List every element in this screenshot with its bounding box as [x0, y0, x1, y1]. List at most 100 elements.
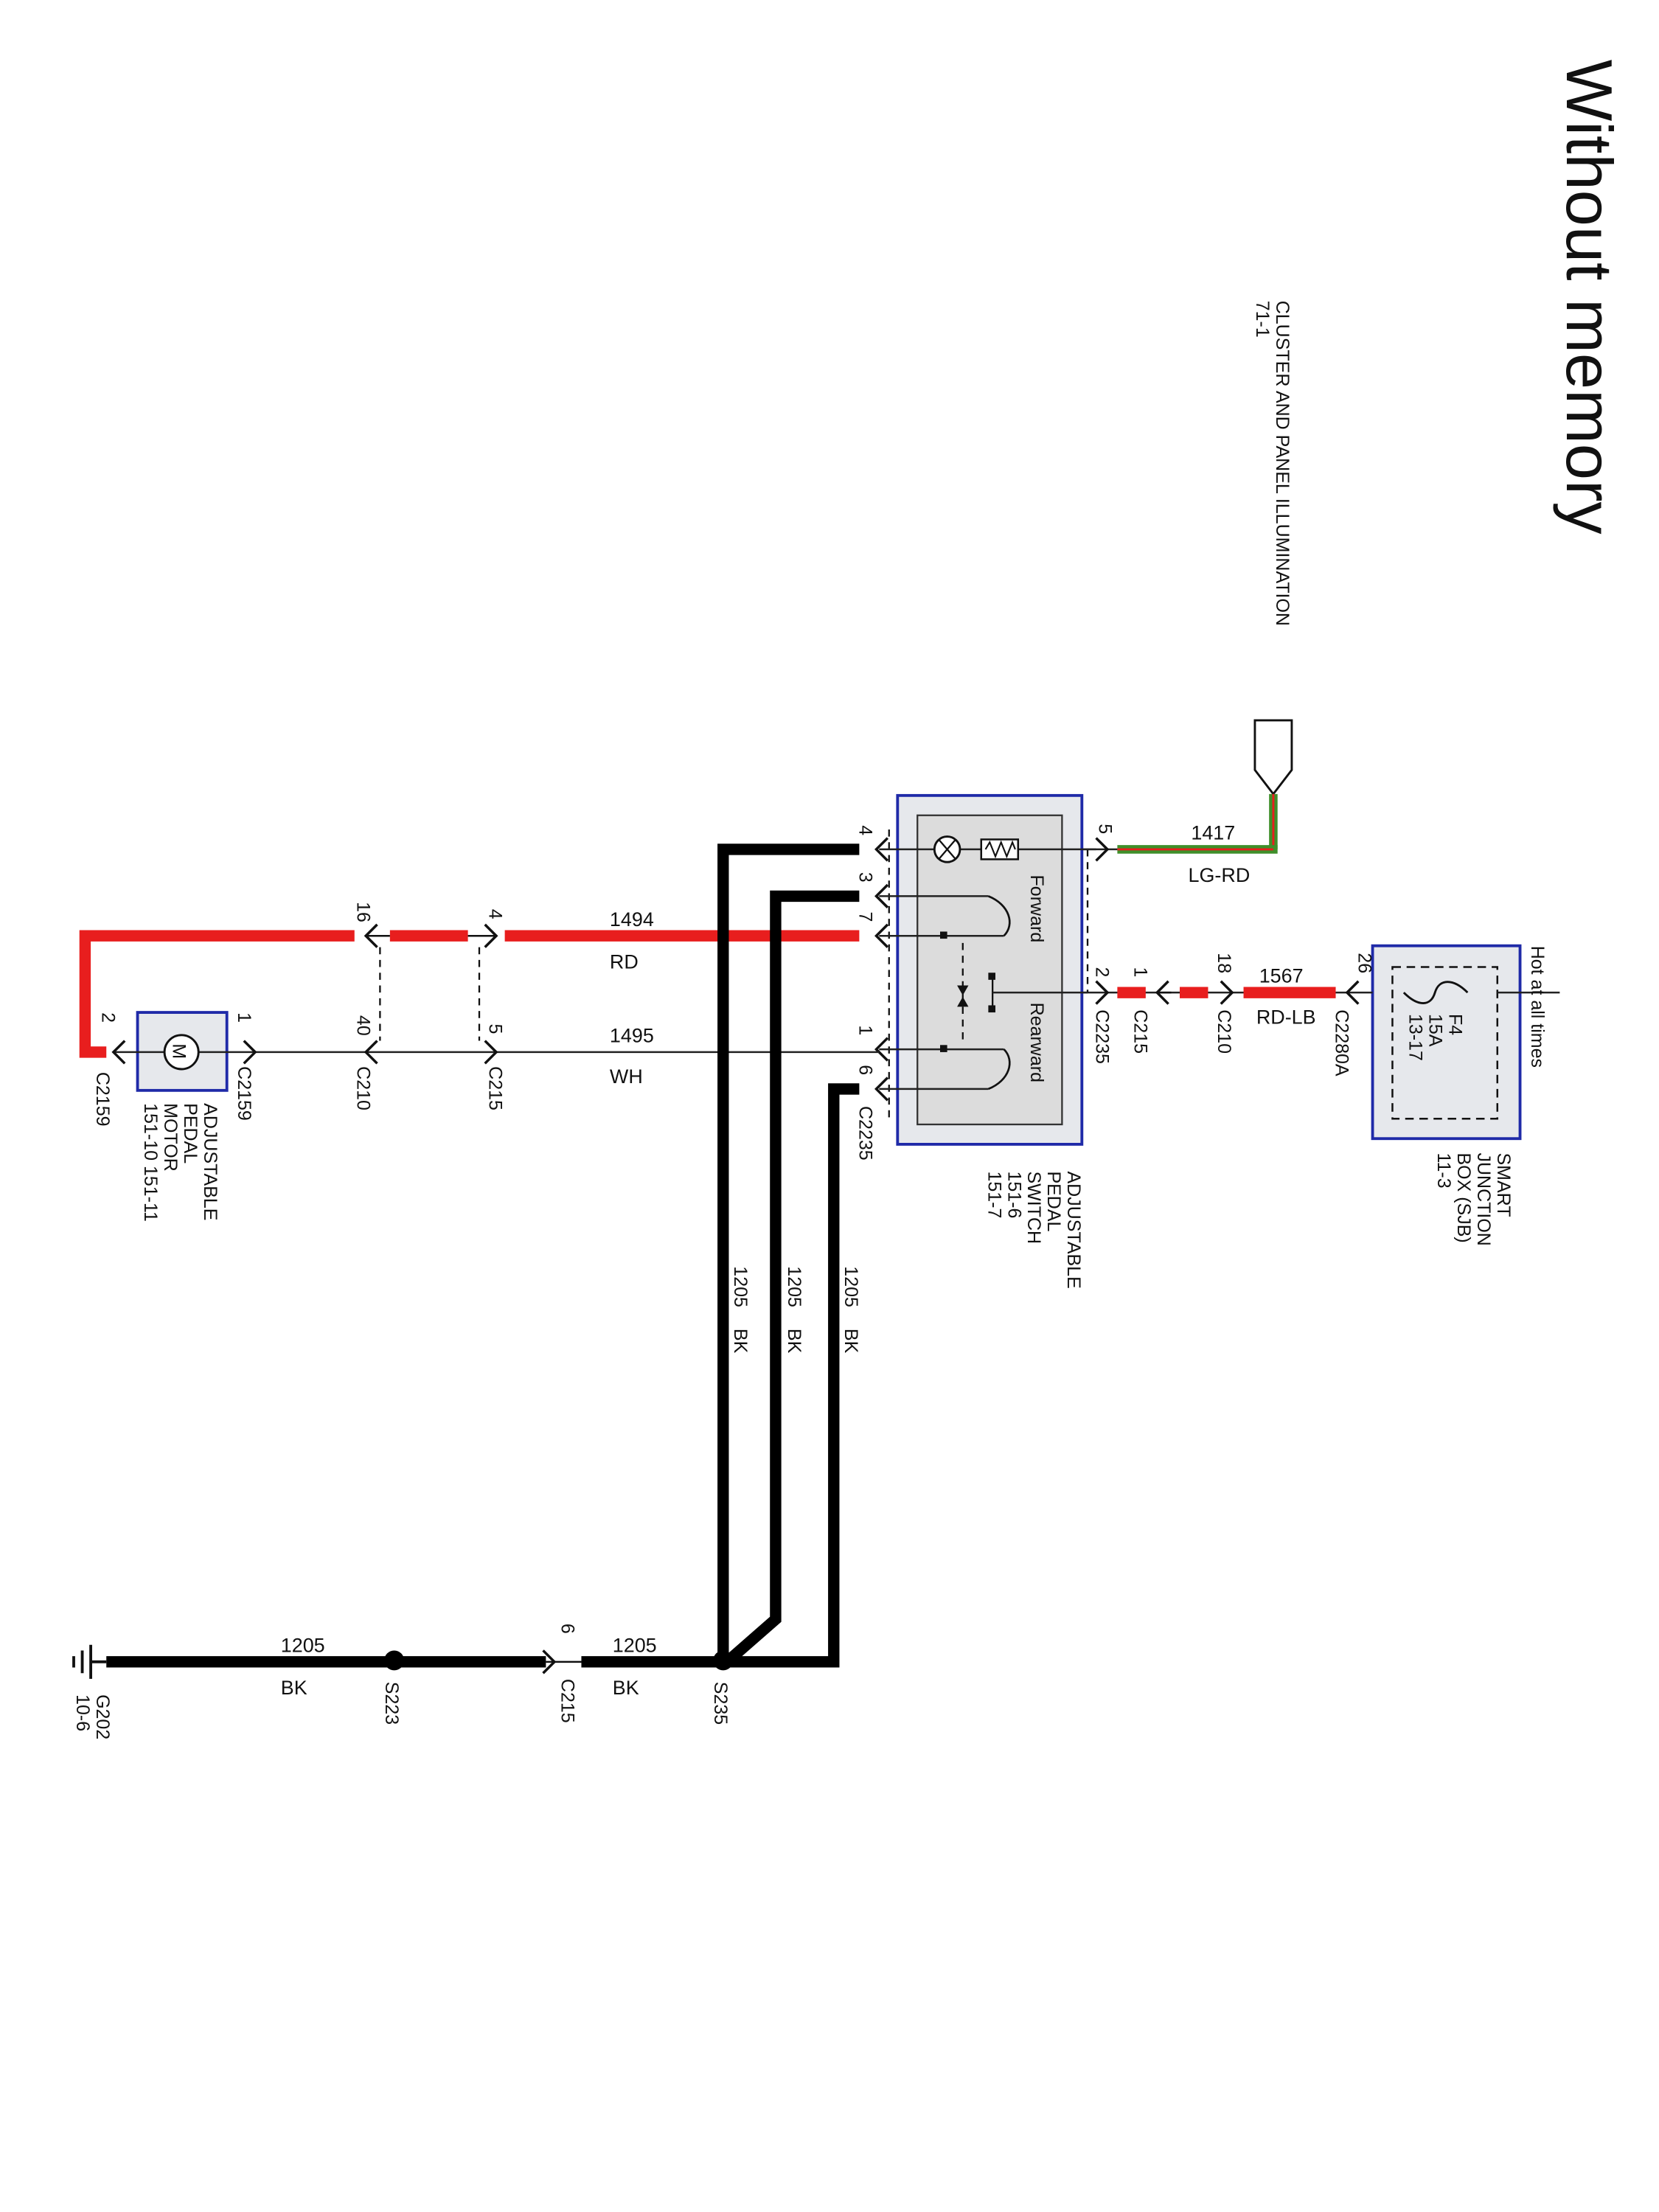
- wire-1205-left-color: BK: [281, 1677, 307, 1699]
- c215-left-wh-pin: 5: [484, 1023, 505, 1034]
- ground-ref: 10-6: [72, 1694, 93, 1731]
- c215-ground-pin: 6: [557, 1624, 578, 1634]
- motor-connector-right: C2159: [234, 1066, 254, 1121]
- ground-wires: 1205 BK 1205 BK 1205 BK 1205 BK 1205 BK …: [106, 844, 861, 1725]
- resistor-zigzag: [984, 840, 1016, 859]
- sjb-box: [1371, 944, 1522, 1141]
- wire-1494-circuit: 1494: [610, 908, 654, 931]
- c215-left-red-pin: 4: [484, 909, 505, 919]
- fuse-ref: 13-17: [1405, 1014, 1426, 1061]
- switch-forward-label: Forward: [1026, 875, 1047, 943]
- connector-c2235-pin2-symbol: [1095, 980, 1110, 1005]
- fuse-icon: [1402, 981, 1469, 1004]
- wire-1417-color: LG-RD: [1189, 864, 1251, 886]
- c215-top-label: C215: [1130, 1009, 1150, 1054]
- contact-forward-a: [940, 931, 947, 939]
- sjb-name-line-3: BOX (SJB): [1453, 1152, 1474, 1242]
- wire-1205-right-color: BK: [613, 1677, 639, 1699]
- sjb-connector-label: C2280A: [1332, 1009, 1352, 1077]
- ground-g202: G202 10-6: [72, 1644, 113, 1739]
- adjustable-pedal-motor: M 2 1 C2159 C2159 ADJUSTABLE PEDAL MOTOR…: [92, 1011, 257, 1222]
- c2235-bottom-label: C2235: [855, 1106, 875, 1161]
- wire-1205-vert-3-color: BK: [841, 1329, 861, 1354]
- c2235-pin6-label: 6: [855, 1065, 875, 1075]
- c2235-top-label: C2235: [1092, 1009, 1113, 1064]
- adjustable-pedal-switch: Forward Rearward 4 3 7 1 6 C2235 ADJUSTA…: [855, 793, 1096, 1289]
- contact-rearward-a: [940, 1045, 947, 1052]
- c2235-pin3-label: 3: [855, 872, 875, 883]
- cluster-ref: 71-1: [1252, 301, 1273, 338]
- motor-icon: [163, 1034, 200, 1071]
- c210-left-wh-symbol: [364, 1040, 378, 1065]
- cluster-panel-illumination: CLUSTER AND PANEL ILLUMINATION 71-1: [1252, 301, 1293, 796]
- wire-1495-circuit: 1495: [610, 1024, 654, 1046]
- connector-c210-top-symbol: [1220, 980, 1234, 1005]
- c2235-pin4-symbol: [874, 837, 889, 862]
- c215-top-pin: 1: [1130, 967, 1150, 978]
- c2235-pin5-label: 5: [1094, 824, 1115, 834]
- forward-contact-arm: [987, 895, 1011, 937]
- cluster-name: CLUSTER AND PANEL ILLUMINATION: [1272, 301, 1293, 626]
- c2235-pin1-symbol: [874, 1037, 889, 1062]
- wire-1494-color: RD: [610, 950, 639, 973]
- wire-1567: 1567 RD-LB 18 C210 1 C215 2 C2235: [992, 953, 1373, 1064]
- splice-s223-label: S223: [381, 1682, 402, 1725]
- motor-pin-right: 1: [234, 1012, 254, 1023]
- c210-top-pin: 18: [1214, 953, 1234, 973]
- wire-1417-circuit: 1417: [1191, 821, 1235, 844]
- wire-1205-vert-2-circuit: 1205: [784, 1266, 804, 1307]
- connector-c2280a-symbol: [1345, 980, 1360, 1005]
- c2235-pin6-symbol: [874, 1077, 889, 1102]
- c210-left-wh-pin: 40: [353, 1015, 374, 1036]
- switch-name-line-1: ADJUSTABLE: [1063, 1171, 1084, 1288]
- wire-1567-color: RD-LB: [1256, 1006, 1316, 1028]
- cluster-connector-symbol: [1253, 719, 1293, 796]
- c2235-pin7-symbol: [874, 923, 889, 948]
- sjb-connector-pin: 26: [1354, 953, 1374, 973]
- c2235-pin3-symbol: [874, 883, 889, 908]
- resistor-icon: [980, 838, 1020, 860]
- page-title: Without memory: [1553, 60, 1626, 535]
- c215-left-wh-symbol: [484, 1040, 498, 1065]
- switch-name-line-4: 151-6: [1004, 1171, 1024, 1218]
- c215-left-wh-label: C215: [484, 1066, 505, 1110]
- c2235-pin4-label: 4: [855, 825, 875, 835]
- connector-c2235-pin5-symbol: [1095, 837, 1110, 862]
- fuse-name: F4: [1444, 1014, 1465, 1035]
- motor-symbol: M: [169, 1043, 189, 1059]
- splice-s235-dot: [713, 1650, 734, 1671]
- switch-name-line-5: 151-7: [984, 1171, 1004, 1218]
- c2235-pin1-label: 1: [855, 1025, 875, 1035]
- switch-name-line-2: PEDAL: [1043, 1171, 1064, 1231]
- wire-1495-color: WH: [610, 1065, 643, 1088]
- wire-1495: 1495 WH 5 C215 40 C210: [255, 1015, 880, 1110]
- sjb-name-line-2: JUNCTION: [1473, 1152, 1494, 1245]
- rearward-contact-arm: [987, 1048, 1011, 1091]
- motor-name-line-2: PEDAL: [180, 1103, 201, 1164]
- wire-1205-vert-3-circuit: 1205: [841, 1266, 861, 1307]
- motor-connector-left: C2159: [92, 1072, 113, 1127]
- wire-1205-vert-2-color: BK: [784, 1329, 804, 1354]
- wire-1494-seg-motor: [79, 930, 355, 1058]
- c215-ground-label: C215: [557, 1679, 578, 1723]
- motor-name-line-4: 151-10 151-11: [140, 1103, 161, 1222]
- ground-name: G202: [92, 1694, 113, 1739]
- splice-s223-dot: [384, 1650, 405, 1671]
- c2159-left-symbol: [111, 1040, 126, 1065]
- wire-1567-circuit: 1567: [1259, 965, 1304, 987]
- c210-left-red-pin: 16: [353, 902, 374, 922]
- motor-pin-left: 2: [97, 1012, 118, 1023]
- c210-top-label: C210: [1214, 1009, 1234, 1054]
- wire-1494: 1494 RD 4 16: [79, 902, 860, 1058]
- wire-1205-pin6: [723, 1083, 860, 1668]
- c210-left-wh-label: C210: [353, 1066, 374, 1110]
- wire-1205-right-circuit: 1205: [613, 1634, 657, 1656]
- sjb-hot-label: Hot at all times: [1527, 946, 1548, 1068]
- c2235-pin7-label: 7: [855, 912, 875, 922]
- motor-name-line-1: ADJUSTABLE: [200, 1103, 220, 1220]
- wire-1205-pin3: [726, 890, 860, 1663]
- sjb-name-line-4: 11-3: [1433, 1152, 1454, 1188]
- switch-actuator-icon: [957, 985, 969, 1007]
- wire-1205-vert-1-color: BK: [730, 1329, 751, 1354]
